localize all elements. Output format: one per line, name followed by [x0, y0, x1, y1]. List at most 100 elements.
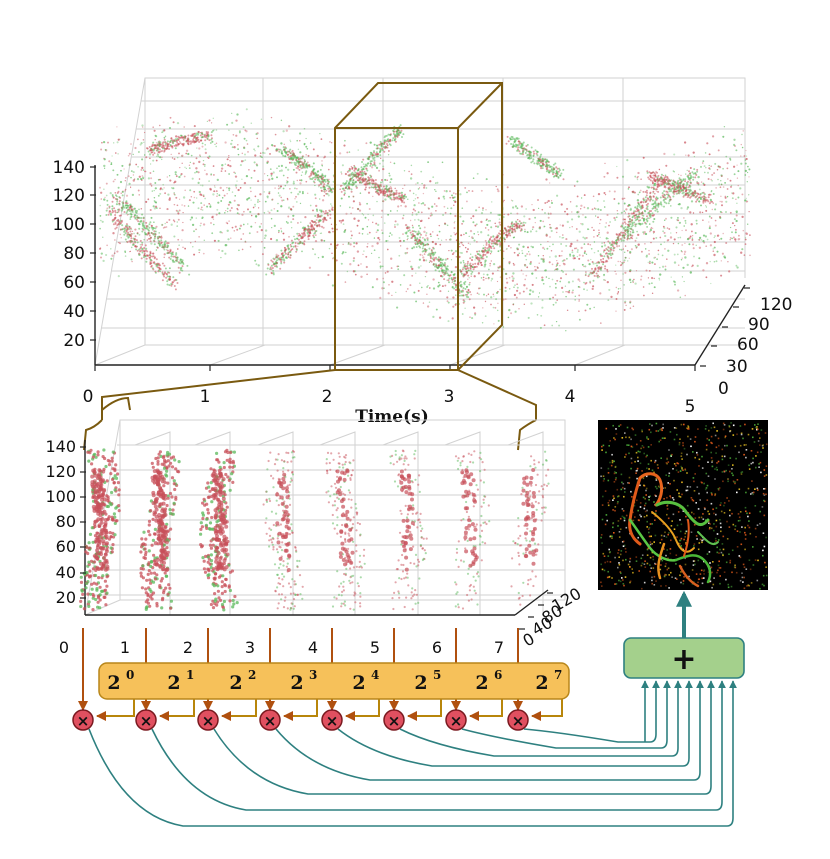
event-dot	[546, 201, 549, 204]
event-dot	[420, 265, 422, 267]
event-dot	[498, 218, 501, 220]
event-dot	[642, 232, 645, 235]
event-dot	[546, 247, 549, 250]
streak-dot	[330, 191, 333, 194]
event-dot	[173, 220, 176, 223]
event-dot	[598, 276, 601, 278]
streak-dot	[402, 133, 405, 136]
event-dot	[221, 164, 224, 167]
event-dot	[103, 167, 106, 169]
streak-dot	[452, 273, 455, 276]
streak-dot	[540, 153, 543, 156]
streak-dot	[290, 154, 293, 157]
event-dot	[173, 181, 175, 184]
event-dot	[748, 176, 750, 178]
event-dot	[218, 194, 221, 197]
event-dot	[187, 205, 190, 207]
event-dot	[499, 245, 502, 248]
streak-dot	[279, 148, 282, 151]
event-dot	[570, 242, 573, 246]
streak-dot	[380, 145, 383, 148]
event-dot	[489, 262, 492, 265]
event-dot	[202, 223, 206, 226]
event-dot	[224, 170, 227, 172]
streak-dot	[630, 219, 633, 222]
event-dot	[639, 189, 642, 192]
event-dot	[401, 217, 404, 220]
event-dot	[320, 239, 322, 241]
event-dot	[516, 289, 519, 292]
event-dot	[562, 270, 565, 273]
event-dot	[731, 197, 734, 200]
event-dot	[270, 116, 273, 119]
event-dot	[341, 164, 344, 167]
event-dot	[624, 256, 627, 259]
streak-dot	[642, 201, 645, 204]
streak-dot	[530, 161, 533, 164]
event-dot	[705, 206, 708, 208]
event-dot	[371, 286, 374, 289]
event-dot	[663, 152, 666, 156]
event-dot	[127, 154, 130, 157]
event-dot	[366, 225, 369, 228]
event-dot	[338, 152, 342, 155]
event-dot	[692, 243, 695, 246]
event-dot	[203, 204, 205, 206]
streak-dot	[295, 248, 298, 251]
streak-dot	[112, 223, 115, 226]
event-dot	[603, 278, 605, 281]
event-dot	[224, 212, 226, 214]
event-dot	[322, 190, 324, 193]
streak-dot	[604, 260, 607, 263]
streak-dot	[289, 152, 292, 155]
streak-dot	[589, 271, 592, 274]
event-dot	[286, 180, 288, 182]
event-dot	[531, 203, 533, 206]
event-dot	[386, 179, 389, 182]
event-dot	[264, 229, 268, 232]
event-dot	[305, 145, 308, 148]
event-dot	[714, 219, 717, 222]
event-dot	[147, 177, 151, 180]
event-dot	[177, 212, 180, 215]
event-dot	[738, 234, 740, 237]
event-dot	[545, 178, 548, 181]
event-dot	[580, 223, 582, 225]
event-dot	[318, 186, 320, 188]
event-dot	[125, 177, 127, 179]
streak-dot	[306, 231, 309, 234]
streak-dot	[147, 254, 150, 257]
event-dot	[431, 240, 435, 244]
streak-dot	[197, 133, 199, 136]
event-dot	[490, 303, 492, 306]
event-dot	[130, 143, 132, 145]
streak-dot	[289, 157, 292, 160]
streak-dot	[382, 143, 385, 145]
event-dot	[99, 186, 101, 189]
streak-dot	[291, 242, 294, 245]
streak-dot	[168, 284, 171, 287]
event-dot	[528, 253, 531, 256]
event-dot	[700, 239, 703, 241]
streak-dot	[129, 203, 132, 206]
event-dot	[649, 230, 651, 233]
streak-dot	[466, 291, 469, 294]
event-dot	[443, 197, 446, 200]
event-dot	[137, 151, 140, 153]
event-dot	[648, 249, 650, 252]
streak-dot	[424, 248, 427, 251]
event-dot	[99, 204, 101, 207]
streak-dot	[291, 248, 294, 250]
streak-dot	[143, 247, 146, 249]
streak-dot	[171, 145, 174, 148]
streak-dot	[400, 129, 403, 132]
event-dot	[431, 213, 433, 216]
event-dot	[512, 277, 515, 280]
event-dot	[260, 228, 263, 232]
streak-dot	[420, 233, 422, 236]
event-dot	[213, 239, 216, 242]
event-dot	[159, 178, 161, 181]
event-dot	[100, 252, 103, 255]
streak-dot	[370, 186, 373, 189]
event-dot	[551, 202, 553, 204]
